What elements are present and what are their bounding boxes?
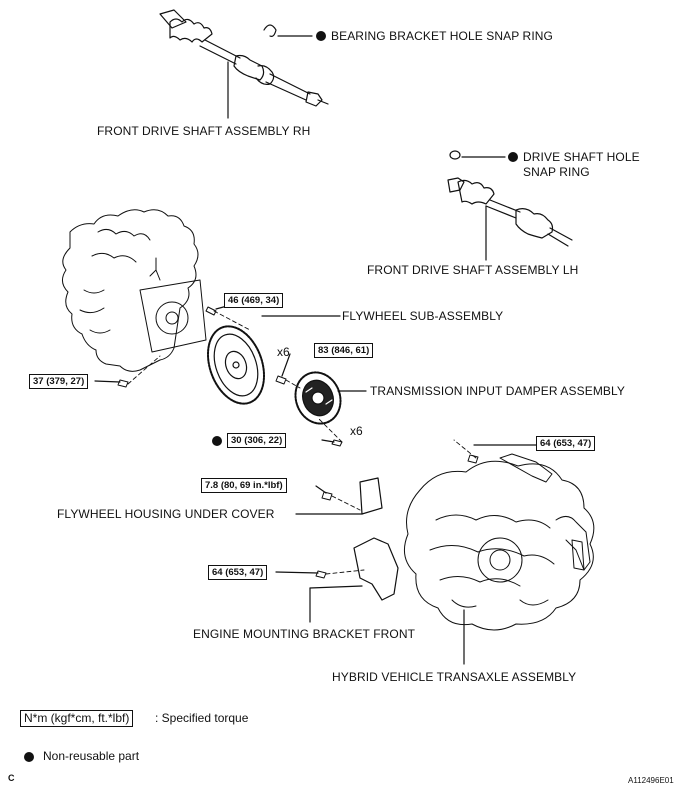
legend-non-reusable: Non-reusable part — [43, 749, 140, 763]
damper-part — [294, 371, 342, 425]
drive-shaft-lh-label: FRONT DRIVE SHAFT ASSEMBLY LH — [367, 263, 579, 277]
flywheel-bolt-count: x6 — [277, 345, 290, 359]
drive-shaft-rh-part — [159, 9, 329, 107]
torque-flywheel-bolt: 46 (469, 34) — [224, 293, 284, 308]
torque-transaxle-top: 64 (653, 47) — [536, 436, 596, 451]
mounting-bracket-part — [353, 537, 399, 601]
corner-letter: C — [8, 773, 15, 783]
non-reusable-dot-icon — [212, 436, 222, 446]
non-reusable-dot-icon — [508, 152, 518, 162]
drive-shaft-snap-ring-label: DRIVE SHAFT HOLE — [508, 150, 640, 165]
flywheel-part — [206, 325, 266, 405]
transaxle-label: HYBRID VEHICLE TRANSAXLE ASSEMBLY — [332, 670, 577, 684]
non-reusable-dot-icon — [316, 31, 326, 41]
torque-damper-bolt: 83 (846, 61) — [314, 343, 374, 358]
damper-label: TRANSMISSION INPUT DAMPER ASSEMBLY — [370, 384, 626, 398]
damper-pin-count: x6 — [350, 424, 363, 438]
bearing-snap-ring-part — [263, 24, 277, 37]
torque-bracket-bolt: 64 (653, 47) — [208, 565, 268, 580]
torque-damper-pin: 30 (306, 22) — [227, 433, 287, 448]
engine-block-part — [62, 209, 207, 372]
under-cover-part — [359, 477, 383, 515]
legend-torque-desc: : Specified torque — [155, 711, 249, 725]
torque-under-cover-bolt: 7.8 (80, 69 in.*lbf) — [201, 478, 287, 493]
under-cover-label: FLYWHEEL HOUSING UNDER COVER — [57, 507, 275, 521]
legend-torque-unit: N*m (kgf*cm, ft.*lbf) — [20, 710, 134, 727]
figure-code: A112496E01 — [628, 776, 674, 785]
bolts-parts — [117, 306, 479, 579]
mounting-bracket-label: ENGINE MOUNTING BRACKET FRONT — [193, 627, 416, 641]
drive-shaft-rh-label: FRONT DRIVE SHAFT ASSEMBLY RH — [97, 124, 311, 138]
drive-shaft-snap-ring-label-line2: SNAP RING — [523, 165, 590, 179]
torque-engine-bolt: 37 (379, 27) — [29, 374, 89, 389]
flywheel-label: FLYWHEEL SUB-ASSEMBLY — [342, 309, 504, 323]
bearing-snap-ring-label: BEARING BRACKET HOLE SNAP RING — [316, 29, 553, 44]
drive-shaft-lh-part — [447, 150, 573, 247]
transaxle-part — [403, 453, 595, 631]
legend-non-reusable-dot-icon — [24, 752, 34, 762]
